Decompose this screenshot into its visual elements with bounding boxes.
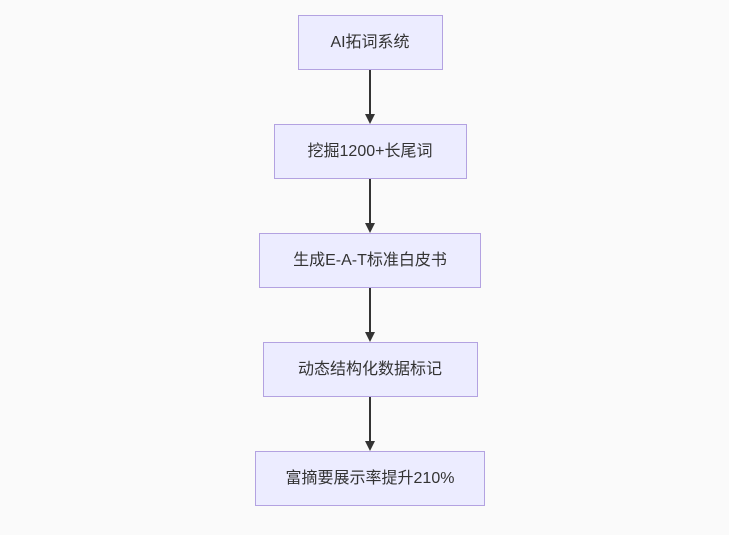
node-label: AI拓词系统	[330, 33, 410, 51]
arrow-down-icon	[365, 179, 375, 233]
node-label: 挖掘1200+长尾词	[307, 142, 433, 160]
arrow-down-icon	[365, 70, 375, 124]
node-label: 动态结构化数据标记	[297, 360, 442, 378]
arrow-down-icon	[365, 288, 375, 342]
flowchart-node-1: AI拓词系统	[297, 15, 443, 70]
arrow-down-icon	[365, 397, 375, 451]
flowchart-node-4: 动态结构化数据标记	[262, 342, 478, 397]
flowchart-node-5: 富摘要展示率提升210%	[255, 451, 485, 506]
node-label: 富摘要展示率提升210%	[285, 469, 455, 487]
flowchart: AI拓词系统 挖掘1200+长尾词 生成E-A-T标准白皮书 动态结构化数据标记	[255, 15, 485, 506]
flowchart-node-3: 生成E-A-T标准白皮书	[259, 233, 481, 288]
node-label: 生成E-A-T标准白皮书	[293, 251, 447, 269]
flowchart-node-2: 挖掘1200+长尾词	[273, 124, 467, 179]
